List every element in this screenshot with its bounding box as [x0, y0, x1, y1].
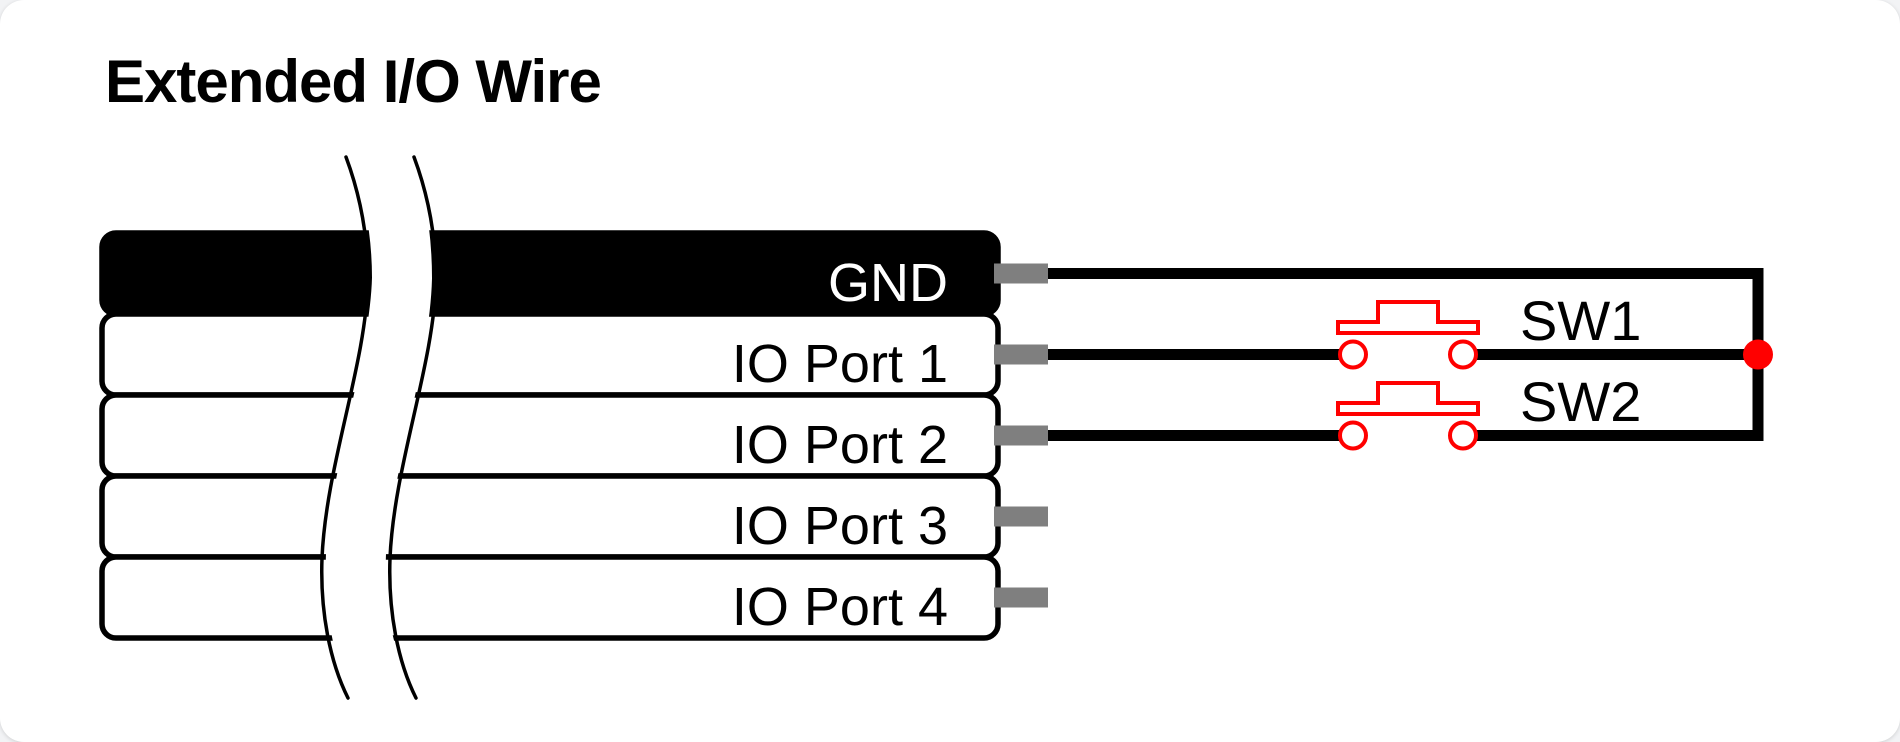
switch-label-sw1: SW1 — [1520, 289, 1641, 352]
cable-break-curve-right — [387, 155, 438, 700]
connector-pin-gnd — [994, 263, 1048, 284]
cable-break-icon — [319, 138, 438, 712]
trace-gnd-rail — [1048, 268, 1764, 441]
sw2-terminal-right-icon — [1448, 420, 1478, 451]
circuit-traces — [1048, 268, 1764, 441]
junction-dot — [1743, 339, 1773, 370]
wire-label-io-port-3: IO Port 3 — [732, 496, 948, 556]
connector-pin-io4 — [994, 587, 1048, 608]
cable-break-gap — [325, 138, 433, 712]
wire-label-io-port-4: IO Port 4 — [732, 577, 948, 637]
pushbutton-icon-sw2 — [1336, 381, 1480, 416]
connector-pin-io3 — [994, 506, 1048, 527]
wire-labels: GND IO Port 1 IO Port 2 IO Port 3 IO Por… — [732, 253, 948, 637]
cable-break-curve-left — [319, 155, 370, 700]
sw1-terminal-left-icon — [1338, 339, 1368, 370]
pushbutton-icon-sw1 — [1336, 300, 1480, 335]
diagram-title: Extended I/O Wire — [105, 48, 601, 115]
connector-pin-io2 — [994, 425, 1048, 446]
sw2-terminal-left-icon — [1338, 420, 1368, 451]
wire-label-io-port-1: IO Port 1 — [732, 334, 948, 394]
connector-pin-io1 — [994, 344, 1048, 365]
wire-label-io-port-2: IO Port 2 — [732, 415, 948, 475]
sw1-terminal-right-icon — [1448, 339, 1478, 370]
switch-label-sw2: SW2 — [1520, 370, 1641, 433]
switch-sw2: SW2 — [1336, 370, 1641, 451]
wire-label-gnd: GND — [828, 253, 948, 313]
switch-sw1: SW1 — [1336, 289, 1641, 370]
